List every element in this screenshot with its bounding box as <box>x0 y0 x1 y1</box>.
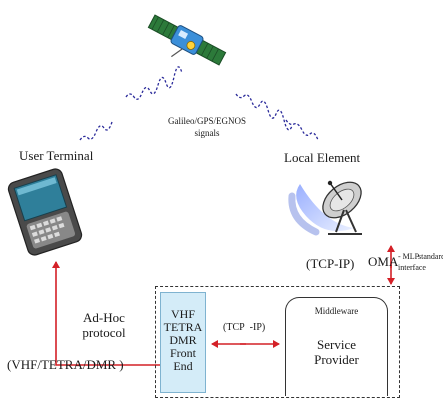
mlp-label: - MLP <box>398 252 420 261</box>
satellite-dish-icon <box>288 180 362 236</box>
signal-right-wave <box>235 93 293 131</box>
server-boundary <box>155 286 400 398</box>
standard-label: standard <box>418 252 443 261</box>
frontend-box <box>160 292 206 393</box>
service-provider-label: Service Provider <box>314 337 359 367</box>
service-provider-box <box>285 297 388 396</box>
tcpip-label: (TCP-IP) <box>306 256 355 271</box>
vhf-label: (VHF/TETRA/DMR ) <box>7 357 124 372</box>
satellite-icon <box>147 14 227 66</box>
arrow-frontend-to-pda <box>52 261 160 366</box>
middle-tcpip-label: (TCP -IP) <box>223 322 266 333</box>
user-terminal-label: User Terminal <box>19 148 94 163</box>
signal-left-wave <box>125 66 183 100</box>
signal-left-wave-2 <box>79 121 113 141</box>
frontend-label: VHF TETRA DMR Front End <box>163 307 203 373</box>
adhoc-label: Ad-Hoc protocol <box>82 310 126 340</box>
oma-label: OMA <box>368 254 399 269</box>
interface-label: interface <box>398 263 426 272</box>
satellite-signal-label: Galileo/GPS/EGNOS signals <box>167 116 246 138</box>
signal-right-wave-2 <box>285 119 319 141</box>
local-element-label: Local Element <box>284 150 361 165</box>
pda-device-icon <box>7 168 83 256</box>
middleware-label: Middleware <box>314 306 359 316</box>
